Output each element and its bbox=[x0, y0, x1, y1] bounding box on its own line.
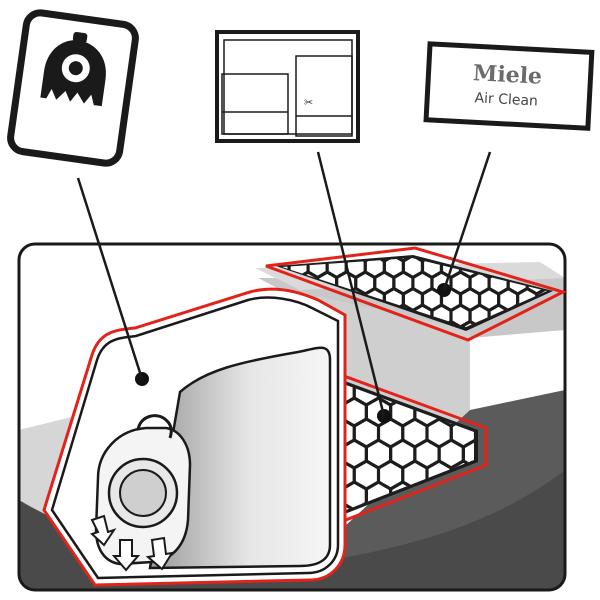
hex-cell bbox=[366, 440, 391, 468]
floor-dark-right bbox=[330, 470, 565, 590]
hex-cell bbox=[403, 419, 427, 447]
exhaust-card-name: Air Clean bbox=[474, 90, 538, 109]
hex-cell bbox=[403, 258, 422, 277]
dustbag-logo-icon bbox=[40, 31, 106, 107]
callout-lines bbox=[76, 151, 492, 417]
scissors-icon: ✂ bbox=[304, 96, 313, 109]
hex-cell bbox=[354, 419, 379, 447]
exhaust-card-brand: Miele bbox=[472, 60, 542, 90]
hex-cell bbox=[451, 272, 470, 294]
compartment-outline bbox=[17, 242, 567, 592]
filter-card-right-rect bbox=[295, 55, 353, 137]
hex-cell bbox=[346, 419, 354, 447]
hex-cell bbox=[378, 461, 403, 489]
exhaust-card: Miele Air Clean bbox=[423, 41, 595, 131]
hex-cell bbox=[427, 419, 451, 447]
hex-cell bbox=[413, 272, 432, 294]
exhaust-filter-red-outline bbox=[265, 246, 568, 342]
hex-cell bbox=[384, 258, 403, 277]
collar-arrow-mid bbox=[111, 539, 141, 572]
dust-bag-body bbox=[148, 346, 332, 570]
filter-card-left-rect bbox=[221, 73, 289, 135]
bag-card bbox=[7, 9, 139, 167]
hex-cell bbox=[365, 258, 384, 277]
dust-bag bbox=[42, 287, 347, 587]
hex-cell bbox=[439, 440, 463, 468]
hex-cell bbox=[394, 272, 413, 294]
hex-cell bbox=[346, 385, 354, 405]
collar-arrow-left bbox=[90, 514, 117, 547]
hex-cell bbox=[378, 419, 403, 447]
collar-ring-inner bbox=[119, 469, 167, 517]
hex-cell bbox=[394, 258, 413, 261]
hex-cell bbox=[470, 272, 489, 294]
hex-cell bbox=[451, 305, 470, 327]
dust-bag-collar bbox=[90, 414, 192, 572]
hex-cell bbox=[461, 289, 480, 310]
callout-line-motor bbox=[316, 151, 386, 417]
callout-line-exhaust bbox=[442, 151, 492, 291]
callout-line-bag bbox=[76, 177, 144, 380]
collar-arrows bbox=[90, 514, 175, 572]
hex-cell bbox=[403, 289, 422, 310]
hex-cell bbox=[415, 440, 439, 468]
hex-cell bbox=[463, 440, 474, 468]
collar-handle bbox=[136, 414, 173, 439]
hex-cell bbox=[356, 272, 375, 294]
hex-cell bbox=[480, 289, 499, 310]
hex-cell bbox=[346, 461, 354, 489]
filter-card: ✂ bbox=[215, 30, 360, 143]
hex-cell bbox=[391, 440, 415, 468]
exhaust-card-frame bbox=[423, 41, 595, 131]
motor-filter-icon bbox=[221, 39, 353, 137]
hex-cell bbox=[346, 440, 366, 468]
hex-cell bbox=[354, 461, 379, 489]
collar-arrow-right bbox=[145, 536, 175, 571]
hex-cell bbox=[346, 398, 366, 426]
hex-cell bbox=[375, 272, 394, 294]
